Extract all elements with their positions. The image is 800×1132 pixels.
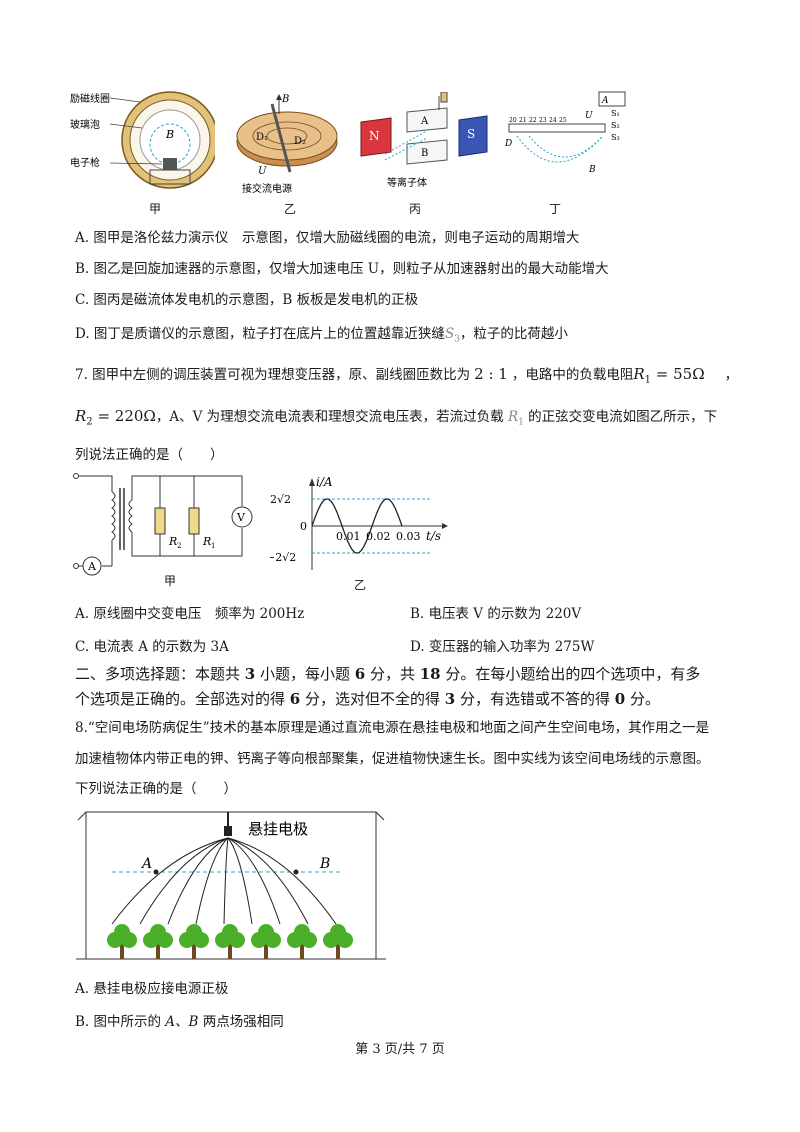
q7-option-a: A. 原线圈中交变电压 频率为 200Hz bbox=[75, 606, 305, 622]
label-d2: D₂ bbox=[294, 136, 306, 147]
sine-curve bbox=[311, 498, 403, 554]
q7-circuit: V A R 2 R 1 bbox=[73, 473, 253, 576]
svg-text:1: 1 bbox=[211, 542, 215, 550]
field-line bbox=[227, 837, 253, 925]
label-ac-source: 接交流电源 bbox=[242, 182, 292, 195]
label-s2: S₂ bbox=[611, 121, 620, 130]
r2-label: R bbox=[168, 535, 177, 548]
field-line bbox=[195, 837, 229, 925]
field-line bbox=[139, 837, 229, 925]
tree-icon bbox=[179, 924, 209, 959]
top-figures: B 励磁线圈 玻璃泡 电子枪 B D₁ D₂ U 接交流电源 N S A B bbox=[70, 88, 730, 218]
q6-option-b: B. 图乙是回旋加速器的示意图，仅增大加速电压 U，则粒子从加速器射出的最大动能… bbox=[75, 261, 609, 277]
tree-icon bbox=[107, 924, 137, 959]
label-plasma: 等离子体 bbox=[387, 176, 427, 189]
label-b: B bbox=[165, 128, 174, 141]
tree-icon bbox=[143, 924, 173, 959]
q8-line3: 下列说法正确的是（ ） bbox=[75, 781, 237, 797]
svg-text:22: 22 bbox=[529, 117, 537, 124]
label-d1: D₁ bbox=[256, 132, 268, 143]
figure-jia: B 励磁线圈 玻璃泡 电子枪 bbox=[70, 91, 215, 189]
q6-option-c: C. 图丙是磁流体发电机的示意图，B 板板是发电机的正极 bbox=[75, 292, 419, 308]
figure-bing: N S A B 等离子体 bbox=[360, 92, 488, 189]
label-b: B bbox=[588, 165, 596, 175]
svg-text:2: 2 bbox=[177, 542, 181, 550]
tree-icon bbox=[323, 924, 353, 959]
label-coil: 励磁线圈 bbox=[70, 92, 110, 105]
label-s1: S₁ bbox=[611, 109, 620, 118]
t-axis-label: t/s bbox=[426, 529, 441, 543]
q7-line2: R2 = 220Ω，A、V 为理想交流电流表和理想交流电压表，若流过负载 R1 … bbox=[75, 407, 718, 428]
q8-option-a: A. 悬挂电极应接电源正极 bbox=[75, 981, 229, 997]
q6-option-a: A. 图甲是洛伦兹力演示仪 示意图，仅增大励磁线圈的电流，则电子运动的周期增大 bbox=[75, 230, 580, 246]
label-u: U bbox=[585, 111, 593, 121]
q7-caption-jia: 甲 bbox=[163, 574, 176, 588]
q7-line3: 列说法正确的是（ ） bbox=[75, 447, 224, 463]
q7-caption-yi: 乙 bbox=[353, 578, 366, 592]
svg-text:23: 23 bbox=[539, 117, 547, 124]
label-u: U bbox=[258, 166, 267, 177]
svg-text:21: 21 bbox=[519, 117, 527, 124]
xtick-0-02: 0.02 bbox=[366, 530, 391, 543]
figure-ding: A U S₁ S₂ S₃ 20 21 22 23 24 25 D B bbox=[505, 91, 626, 175]
voltmeter-label: V bbox=[236, 511, 246, 524]
label-gun: 电子枪 bbox=[70, 156, 100, 169]
caption-ding: 丁 bbox=[548, 202, 561, 216]
tree-icon bbox=[251, 924, 281, 959]
ytick-top: 2√2 bbox=[270, 493, 291, 506]
label-s: S bbox=[467, 127, 475, 141]
xtick-0-01: 0.01 bbox=[336, 530, 361, 543]
label-s3: S₃ bbox=[611, 133, 620, 142]
plant-row bbox=[107, 924, 353, 959]
caption-bing: 丙 bbox=[408, 202, 421, 216]
q8-field-figure: 悬挂电极 A B bbox=[76, 811, 386, 960]
r1-label: R bbox=[202, 535, 211, 548]
point-a-label: A bbox=[140, 856, 152, 872]
section2-line2: 个选项是正确的。全部选对的得 6 分，选对但不全的得 3 分，有选错或不答的得 … bbox=[75, 690, 660, 708]
point-b-label: B bbox=[319, 856, 330, 872]
xtick-0-03: 0.03 bbox=[396, 530, 421, 543]
ammeter-label: A bbox=[87, 560, 97, 573]
i-axis-label: i/A bbox=[316, 475, 333, 489]
q7-option-b: B. 电压表 V 的示数为 220V bbox=[410, 606, 582, 622]
q7-option-d: D. 变压器的输入功率为 275W bbox=[410, 639, 595, 655]
label-a: A bbox=[601, 96, 609, 106]
field-line bbox=[227, 837, 281, 925]
caption-jia: 甲 bbox=[148, 202, 161, 216]
field-line bbox=[227, 837, 337, 925]
field-line bbox=[167, 837, 229, 925]
field-line bbox=[223, 837, 229, 925]
q7-current-chart: i/A 2√2 0 −2√2 0.01 0.02 0.03 t/s bbox=[270, 475, 448, 570]
label-n: N bbox=[369, 129, 380, 143]
electrode-label: 悬挂电极 bbox=[248, 820, 308, 838]
q8-line2: 加速植物体内带正电的钾、钙离子等向根部聚集，促进植物快速生长。图中实线为该空间电… bbox=[75, 751, 710, 767]
q7-option-c: C. 电流表 A 的示数为 3A bbox=[75, 639, 229, 655]
caption-yi: 乙 bbox=[283, 202, 296, 216]
q6-option-d: D. 图丁是质谱仪的示意图，粒子打在底片上的位置越靠近狭缝S3，粒子的比荷越小 bbox=[75, 326, 568, 345]
label-b: B bbox=[281, 94, 289, 105]
tree-icon bbox=[287, 924, 317, 959]
label-b2: B bbox=[421, 148, 428, 159]
page-footer: 第 3 页/共 7 页 bbox=[355, 1042, 445, 1057]
field-line bbox=[227, 837, 309, 925]
point-a bbox=[153, 869, 159, 875]
figure-yi: B D₁ D₂ U 接交流电源 bbox=[236, 94, 338, 195]
point-b bbox=[293, 869, 299, 875]
svg-text:25: 25 bbox=[559, 117, 567, 124]
label-d: D bbox=[505, 139, 512, 149]
svg-text:24: 24 bbox=[549, 117, 557, 124]
section2-line1: 二、多项选择题：本题共 3 小题，每小题 6 分，共 18 分。在每小题给出的四… bbox=[75, 665, 701, 683]
q8-option-b: B. 图中所示的 A、B 两点场强相同 bbox=[75, 1014, 284, 1030]
tree-icon bbox=[215, 924, 245, 959]
label-a: A bbox=[420, 116, 429, 127]
label-bulb: 玻璃泡 bbox=[70, 118, 100, 131]
q8-line1: 8.“空间电场防病促生”技术的基本原理是通过直流电源在悬挂电极和地面之间产生空间… bbox=[75, 720, 710, 736]
ytick-bottom: −2√2 bbox=[270, 551, 296, 564]
field-line bbox=[111, 837, 229, 925]
ytick-zero: 0 bbox=[300, 520, 307, 533]
field-lines bbox=[111, 837, 337, 925]
svg-text:20: 20 bbox=[509, 117, 517, 124]
